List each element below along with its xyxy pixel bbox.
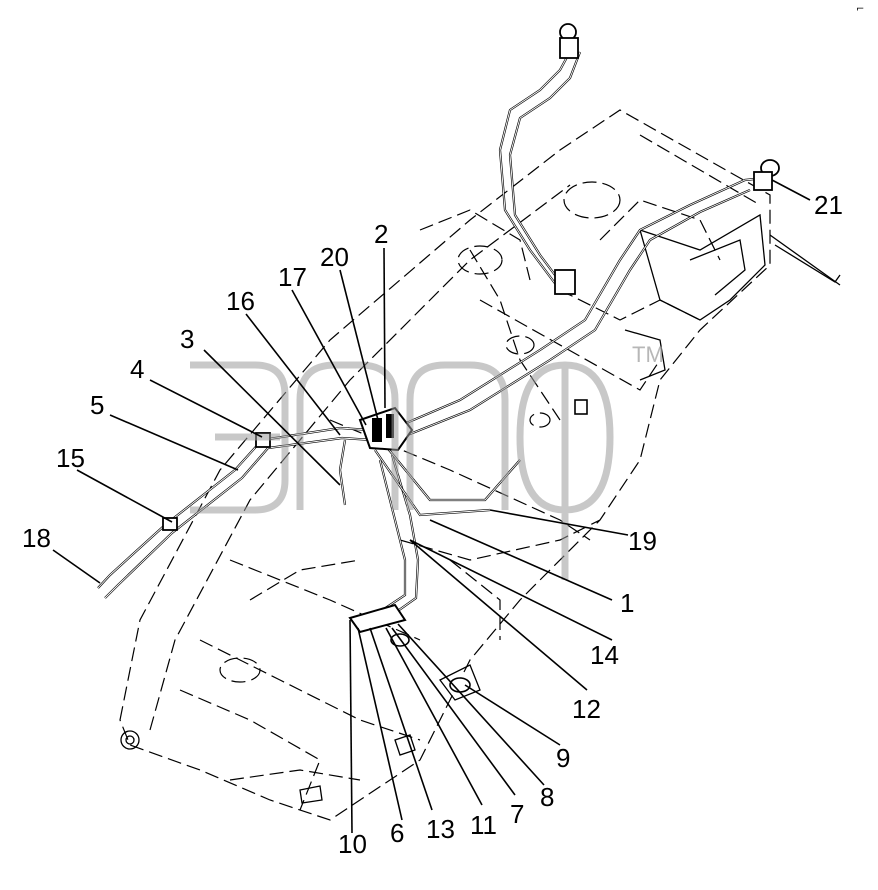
- callout-3: 3: [180, 324, 194, 354]
- callout-13: 13: [426, 814, 455, 844]
- frame-solid-details: [120, 213, 841, 804]
- leader-lines: [52, 179, 811, 834]
- top-quick-coupler: [559, 23, 579, 59]
- callout-17: 17: [278, 262, 307, 292]
- callout-20: 20: [320, 242, 349, 272]
- callout-1: 1: [620, 588, 634, 618]
- mid-coupler: [554, 269, 588, 415]
- callout-5: 5: [90, 390, 104, 420]
- callout-11: 11: [470, 810, 497, 840]
- callout-labels: 1 2 3 4 5 6 7 8 9 10 11 12 13 14 15 16 1…: [22, 190, 843, 859]
- right-quick-coupler: [753, 159, 780, 191]
- corner-mark: ⌐: [856, 4, 864, 15]
- callout-12: 12: [572, 694, 601, 724]
- hydraulic-hoses: [97, 47, 766, 621]
- callout-6: 6: [390, 818, 404, 848]
- callout-8: 8: [540, 782, 554, 812]
- frame-outline: [119, 109, 771, 821]
- callout-18: 18: [22, 523, 51, 553]
- valve-block: [358, 406, 414, 452]
- callout-21: 21: [814, 190, 843, 220]
- callout-9: 9: [556, 743, 570, 773]
- watermark-trademark: TM: [632, 342, 664, 367]
- callout-16: 16: [226, 286, 255, 316]
- callout-15: 15: [56, 443, 85, 473]
- callout-14: 14: [590, 640, 619, 670]
- callout-19: 19: [628, 526, 657, 556]
- callout-10: 10: [338, 829, 367, 859]
- callout-2: 2: [374, 219, 388, 249]
- callout-4: 4: [130, 354, 144, 384]
- callout-7: 7: [510, 799, 524, 829]
- lower-manifold: [348, 603, 471, 693]
- hose-clamp-15: [162, 517, 178, 531]
